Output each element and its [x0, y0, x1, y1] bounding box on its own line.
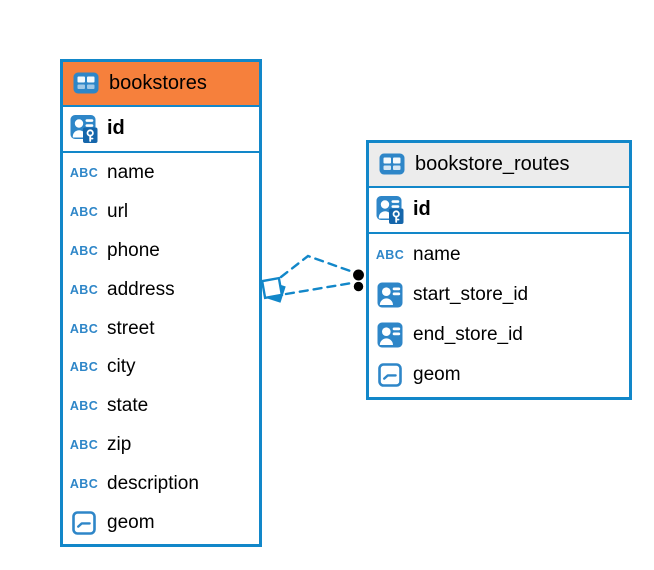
column-row-geom[interactable]: geom — [63, 504, 259, 543]
column-row-name[interactable]: ABC name — [369, 235, 629, 275]
column-row-phone[interactable]: ABC phone — [63, 231, 259, 270]
reference-icon — [376, 282, 404, 308]
relation-dot-marker[interactable] — [352, 280, 365, 293]
column-row-description[interactable]: ABC description — [63, 465, 259, 504]
geometry-icon — [376, 363, 404, 387]
text-icon: ABC — [69, 477, 99, 492]
column-row-url[interactable]: ABC url — [63, 192, 259, 231]
column-label: state — [107, 395, 149, 417]
reference-icon — [376, 322, 404, 348]
column-label: geom — [107, 511, 155, 533]
column-row-state[interactable]: ABC state — [63, 387, 259, 426]
column-label: zip — [107, 434, 132, 456]
column-row-street[interactable]: ABC street — [63, 309, 259, 348]
column-label: name — [413, 243, 461, 265]
column-label: description — [107, 473, 199, 495]
text-icon: ABC — [375, 247, 405, 262]
table-header[interactable]: bookstore_routes — [369, 143, 629, 188]
primary-key-icon — [376, 195, 404, 225]
column-row-zip[interactable]: ABC zip — [63, 426, 259, 465]
primary-key-row[interactable]: id — [369, 188, 629, 234]
relation-line[interactable] — [284, 281, 354, 296]
text-icon: ABC — [69, 165, 99, 180]
column-label: name — [107, 161, 155, 183]
column-row-name[interactable]: ABC name — [63, 154, 259, 193]
relation-dot-marker[interactable] — [351, 268, 366, 282]
column-row-geom[interactable]: geom — [369, 355, 629, 395]
relation-diamond-marker[interactable] — [260, 276, 286, 303]
text-icon: ABC — [69, 321, 99, 336]
column-label: address — [107, 278, 175, 300]
table-icon — [378, 152, 406, 176]
column-label: city — [107, 356, 136, 378]
column-label: start_store_id — [413, 283, 529, 305]
text-icon: ABC — [69, 204, 99, 219]
column-label: phone — [107, 239, 160, 261]
column-label: geom — [413, 364, 461, 386]
text-icon: ABC — [69, 399, 99, 414]
table-bookstore-routes[interactable]: bookstore_routes id ABC name start_store_i… — [366, 140, 632, 401]
column-label: url — [107, 200, 129, 222]
column-row-start_store_id[interactable]: start_store_id — [369, 275, 629, 315]
table-header[interactable]: bookstores — [63, 62, 259, 107]
text-icon: ABC — [69, 360, 99, 375]
text-icon: ABC — [69, 438, 99, 453]
relation-line[interactable] — [279, 254, 355, 279]
primary-key-row[interactable]: id — [63, 107, 259, 153]
primary-key-icon — [70, 114, 98, 144]
column-row-address[interactable]: ABC address — [63, 270, 259, 309]
table-title: bookstores — [109, 71, 207, 94]
column-label: end_store_id — [413, 323, 523, 345]
column-label: street — [107, 317, 155, 339]
text-icon: ABC — [69, 282, 99, 297]
geometry-icon — [70, 511, 98, 535]
column-row-end_store_id[interactable]: end_store_id — [369, 315, 629, 355]
column-label: id — [107, 117, 125, 139]
column-label: id — [413, 198, 431, 220]
text-icon: ABC — [69, 243, 99, 258]
table-title: bookstore_routes — [415, 152, 570, 175]
column-row-city[interactable]: ABC city — [63, 348, 259, 387]
table-icon — [72, 71, 100, 95]
